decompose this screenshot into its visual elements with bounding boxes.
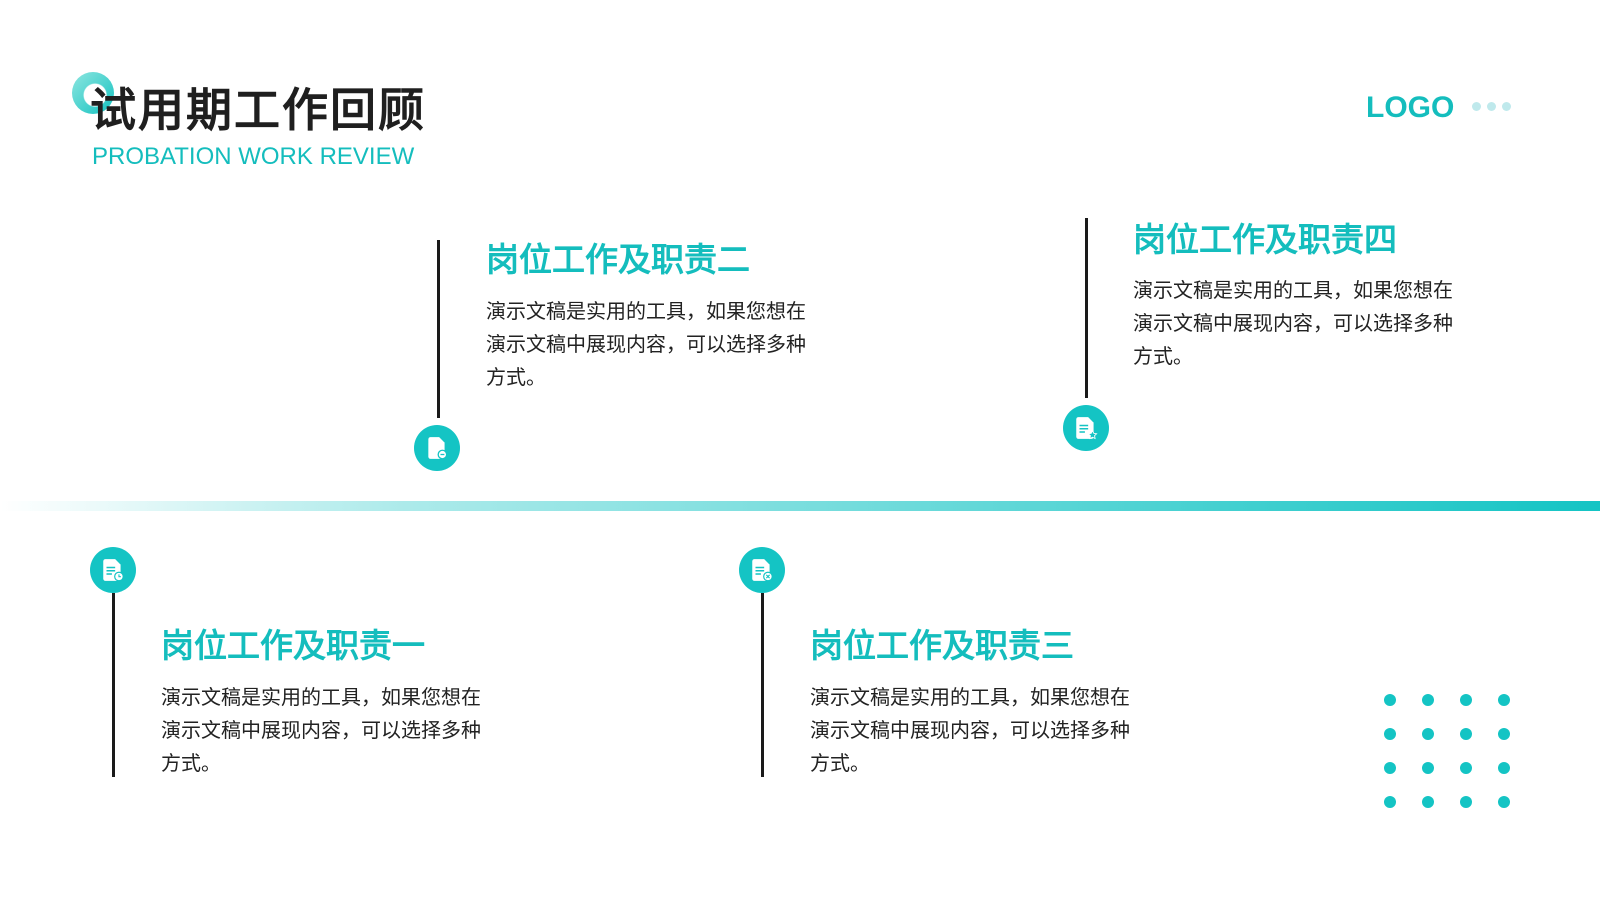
item-body-4: 演示文稿是实用的工具，如果您想在演示文稿中展现内容，可以选择多种方式。 xyxy=(1133,278,1453,368)
logo: LOGO xyxy=(1366,91,1455,124)
item-body-1: 演示文稿是实用的工具，如果您想在演示文稿中展现内容，可以选择多种方式。 xyxy=(161,685,481,775)
item-title-1: 岗位工作及职责一 xyxy=(161,626,425,665)
page-subtitle: PROBATION WORK REVIEW xyxy=(92,143,415,170)
title-decoration-ring xyxy=(72,72,114,114)
item-title-4: 岗位工作及职责四 xyxy=(1133,220,1397,259)
timeline-connector-2 xyxy=(437,240,440,418)
document-star-icon xyxy=(1063,405,1109,451)
timeline-connector-1 xyxy=(112,593,115,777)
timeline-connector-4 xyxy=(1085,218,1088,398)
timeline-bar xyxy=(0,501,1600,511)
item-title-3: 岗位工作及职责三 xyxy=(810,626,1074,665)
item-body-3: 演示文稿是实用的工具，如果您想在演示文稿中展现内容，可以选择多种方式。 xyxy=(810,685,1130,775)
page-title: 试用期工作回顾 xyxy=(90,83,426,137)
logo-dots-decoration xyxy=(1472,102,1511,111)
timeline-connector-3 xyxy=(761,593,764,777)
document-close-icon xyxy=(739,547,785,593)
document-clock-icon xyxy=(90,547,136,593)
dot-grid-decoration xyxy=(1384,694,1510,808)
item-body-2: 演示文稿是实用的工具，如果您想在演示文稿中展现内容，可以选择多种方式。 xyxy=(486,299,806,389)
item-title-2: 岗位工作及职责二 xyxy=(486,240,750,279)
document-minus-icon xyxy=(414,425,460,471)
